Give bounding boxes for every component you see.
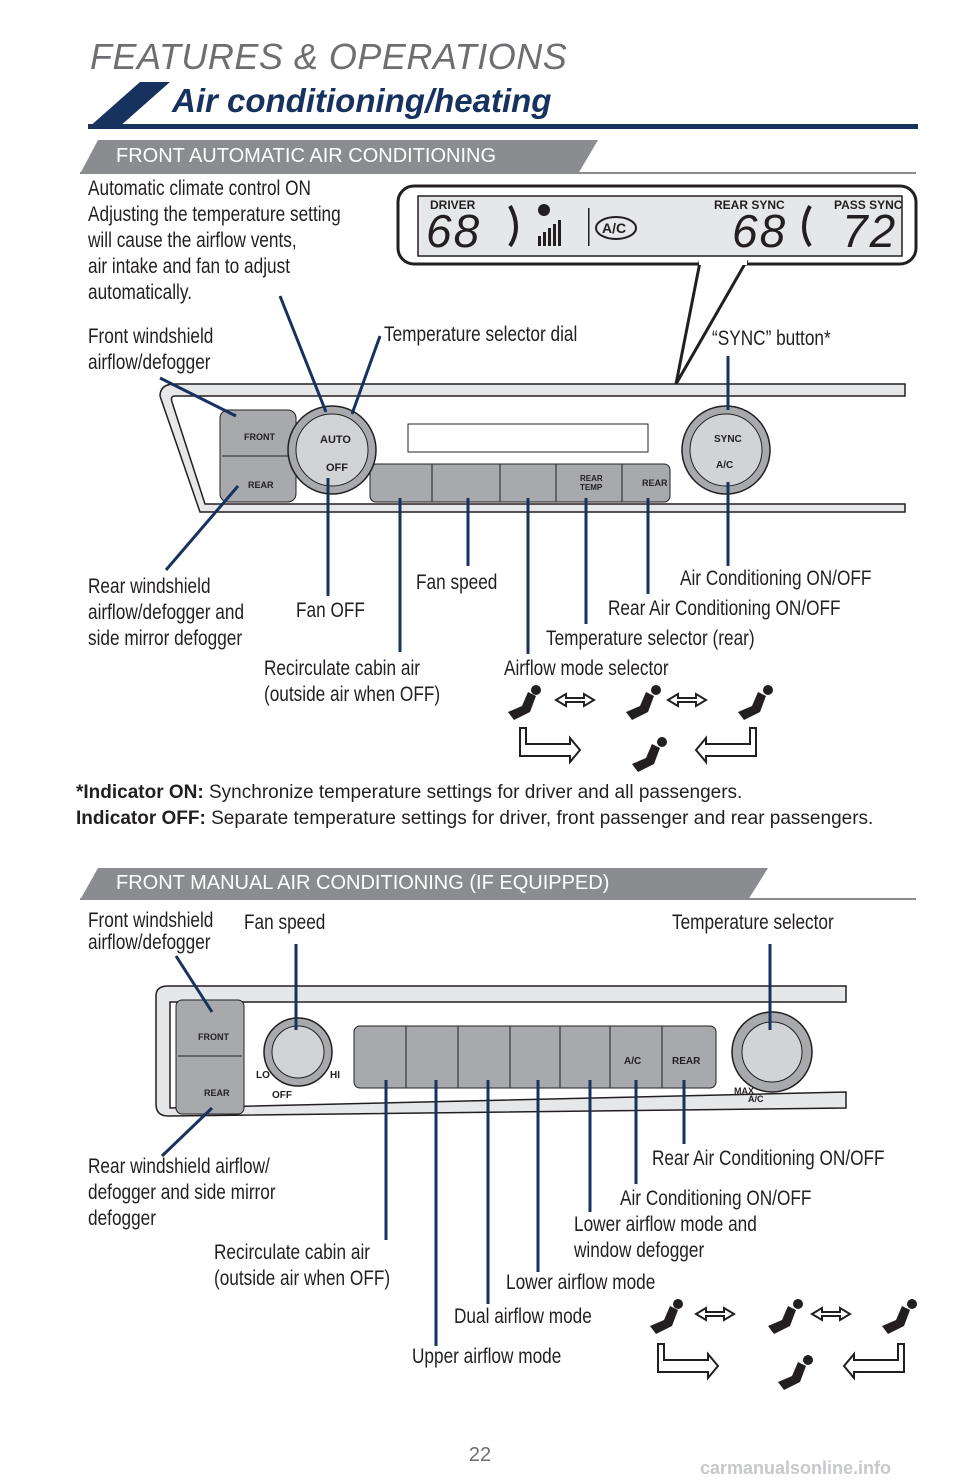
callout-temp-dial: Temperature selector dial — [384, 323, 578, 346]
callout-fan-off: Fan OFF — [296, 599, 365, 622]
indicator-notes: *Indicator ON: Synchronize temperature s… — [76, 780, 916, 832]
airflow-figures-manual — [650, 1299, 917, 1390]
callout-front-windshield: Front windshield airflow/defogger — [88, 325, 214, 374]
banner-automatic: FRONT AUTOMATIC AIR CONDITIONING — [116, 145, 497, 167]
callout-temp-rear: Temperature selector (rear) — [546, 627, 755, 650]
watermark: carmanualsonline.info — [700, 1458, 892, 1478]
panel-rear-defog-button[interactable]: REAR — [248, 480, 274, 490]
auto-button[interactable]: AUTO — [320, 434, 351, 446]
manual-rear-ac-button[interactable]: REAR — [672, 1056, 701, 1067]
lcd-ac-label: A/C — [602, 220, 627, 236]
callout-sync-button: “SYNC” button* — [712, 327, 831, 350]
indicator-off-text: Separate temperature settings for driver… — [205, 808, 874, 829]
manual-leader-lines — [160, 944, 772, 1346]
manual-front-button[interactable]: FRONT — [198, 1032, 229, 1042]
fan-off-button[interactable]: OFF — [326, 462, 348, 474]
banner-shape-manual — [80, 868, 768, 900]
indicator-on-text: Synchronize temperature settings for dri… — [203, 782, 743, 803]
manual-rear-defog-button[interactable]: REAR — [204, 1088, 230, 1098]
manual-callout-ac-onoff: Air Conditioning ON/OFF — [620, 1187, 812, 1210]
auto-leader-lines — [159, 295, 730, 654]
auto-control-panel — [159, 383, 906, 513]
lcd-rear-temp: 68 — [732, 205, 788, 257]
rear-ac-button[interactable]: REAR — [642, 478, 668, 488]
lcd-rear-label: REAR SYNC — [714, 198, 785, 212]
callout-rear-windshield: Rear windshield airflow/defogger and sid… — [88, 575, 245, 650]
lcd-pass-label: PASS SYNC — [834, 198, 903, 212]
manual-control-panel — [155, 985, 847, 1117]
manual-callout-lower-defog: Lower airflow mode and window defogger — [574, 1213, 757, 1262]
indicator-on-label: *Indicator ON: — [76, 782, 204, 803]
section-title: FEATURES & OPERATIONS — [90, 36, 568, 77]
sync-button[interactable]: SYNC — [714, 434, 742, 445]
panel-front-button[interactable]: FRONT — [244, 432, 275, 442]
indicator-off-label: Indicator OFF: — [76, 808, 206, 829]
manual-callout-temp-selector: Temperature selector — [672, 911, 834, 934]
callout-recirculate: Recirculate cabin air (outside air when … — [264, 657, 441, 706]
airflow-mode-diagram-auto — [519, 692, 757, 765]
manual-callout-rear-ac: Rear Air Conditioning ON/OFF — [652, 1147, 885, 1170]
lcd-driver-temp: 68 — [426, 205, 482, 257]
max-label: MAX — [734, 1086, 754, 1096]
manual-callout-dual-airflow: Dual airflow mode — [454, 1305, 592, 1328]
callout-rear-ac: Rear Air Conditioning ON/OFF — [608, 597, 841, 620]
manual-fan-off-label: OFF — [272, 1090, 292, 1101]
fan-lo-label: LO — [256, 1070, 270, 1081]
ac-button[interactable]: A/C — [716, 460, 734, 471]
manual-callout-lower-airflow: Lower airflow mode — [506, 1271, 656, 1294]
callout-ac-onoff: Air Conditioning ON/OFF — [680, 567, 872, 590]
auto-description: Automatic climate control ON Adjusting t… — [88, 177, 341, 304]
banner-shape-auto — [80, 140, 598, 174]
callout-fan-speed: Fan speed — [416, 571, 498, 594]
rear-temp-selector[interactable]: REAR TEMP — [580, 474, 603, 492]
manual-callout-front-windshield: Front windshield airflow/defogger — [88, 909, 214, 954]
manual-callout-rear-windshield: Rear windshield airflow/ defogger and si… — [88, 1155, 276, 1230]
airflow-mode-diagram-manual — [657, 1306, 905, 1381]
page-heading: Air conditioning/heating — [172, 82, 552, 119]
page-number: 22 — [468, 1444, 492, 1466]
manual-callout-recirculate: Recirculate cabin air (outside air when … — [214, 1241, 391, 1290]
manual-callout-upper-airflow: Upper airflow mode — [412, 1345, 562, 1368]
callout-airflow-mode: Airflow mode selector — [504, 657, 669, 680]
lcd-pass-temp: 72 — [842, 205, 898, 257]
manual-callout-fan-speed: Fan speed — [244, 911, 326, 934]
banner-manual: FRONT MANUAL AIR CONDITIONING (IF EQUIPP… — [116, 872, 610, 894]
airflow-figures-auto — [508, 685, 773, 772]
lcd-driver-label: DRIVER — [430, 198, 476, 212]
fan-hi-label: HI — [330, 1070, 340, 1081]
manual-ac-button[interactable]: A/C — [624, 1056, 642, 1067]
lcd-display — [396, 184, 918, 385]
max-ac-label: A/C — [748, 1094, 764, 1104]
